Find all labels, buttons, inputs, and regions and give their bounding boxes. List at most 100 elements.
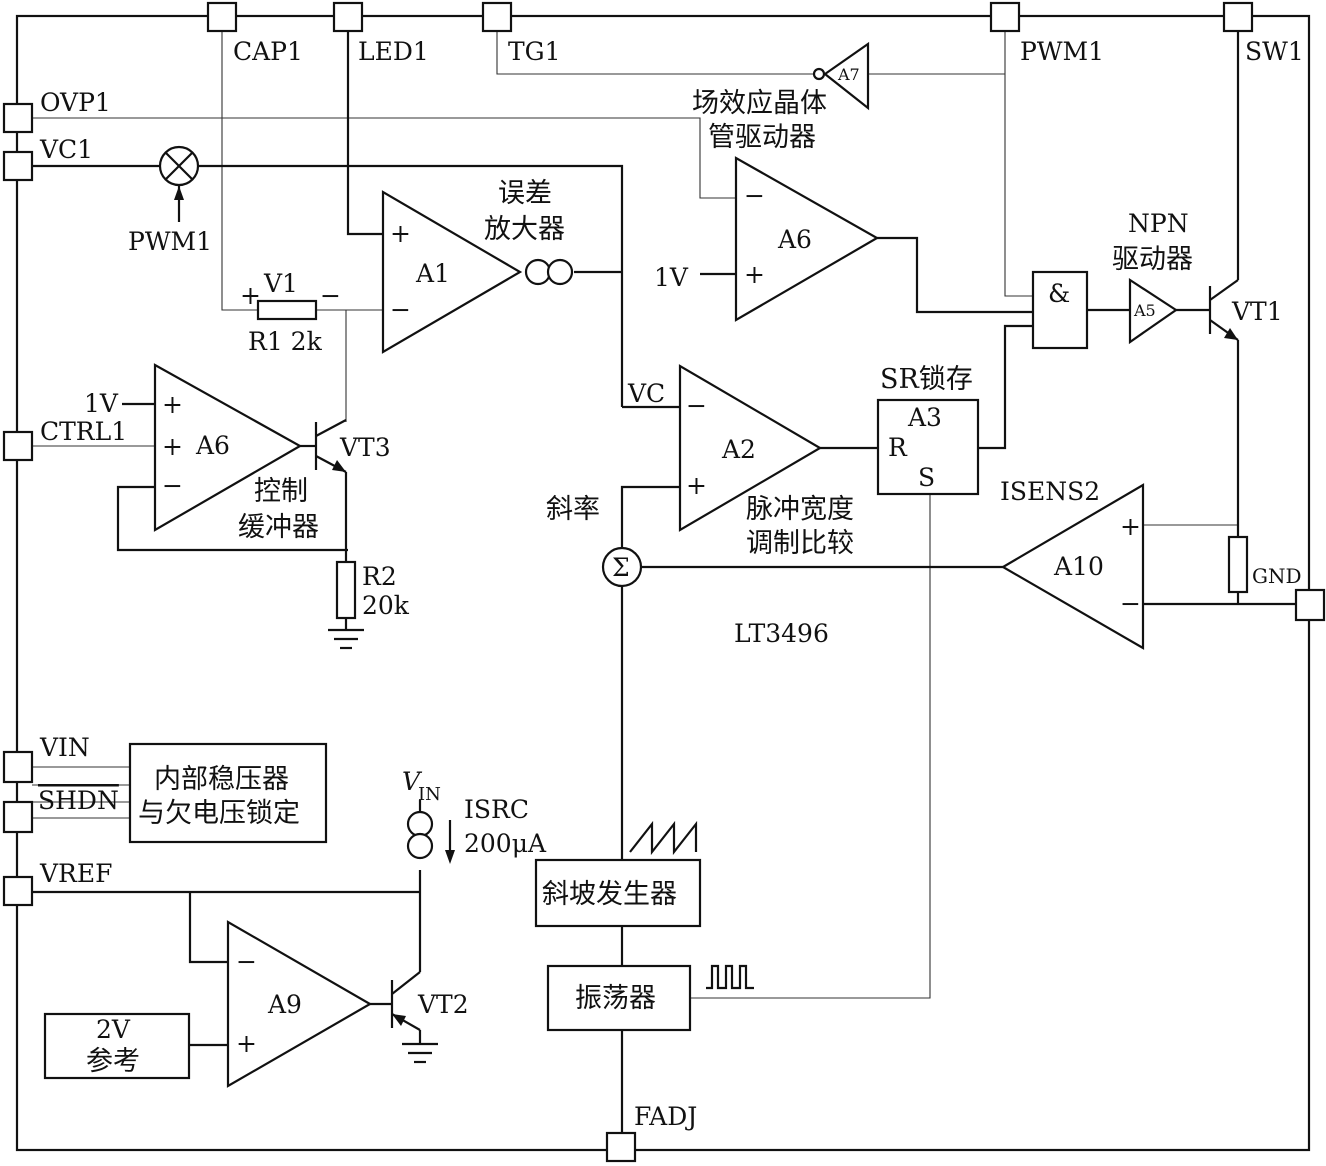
pin-shdn <box>2 800 34 834</box>
a7-label: A7 <box>837 65 860 84</box>
block-oscillator <box>546 964 692 1032</box>
pin-vc1 <box>2 150 34 182</box>
a1-label: A1 <box>415 259 450 288</box>
amp-a1 <box>381 190 523 354</box>
label-r2-val: 20k <box>362 591 410 620</box>
label-vref: VREF <box>39 859 112 888</box>
label-sr-latch: SR锁存 <box>880 364 973 395</box>
amp-a10 <box>1000 483 1145 650</box>
a6-fet-minus: − <box>744 181 765 210</box>
regulator-line-1: 内部稳压器 <box>154 764 289 795</box>
block-regulator <box>128 742 328 844</box>
chip-name: LT3496 <box>734 619 829 648</box>
label-sw1: SW1 <box>1245 37 1304 66</box>
ref-line-2: 参考 <box>86 1046 140 1077</box>
current-source-isrc <box>406 810 455 864</box>
a6-ctrl-plus-2: + <box>162 432 183 461</box>
sum-label: Σ <box>612 553 630 582</box>
resistor-r1 <box>256 299 318 321</box>
block-2v-reference <box>43 1012 191 1080</box>
pin-ctrl1 <box>2 430 34 462</box>
label-npn-driver-1: NPN <box>1128 209 1189 238</box>
label-r1: R1 2k <box>248 327 323 356</box>
transistor-vt2 <box>390 971 421 1031</box>
a6-ctrl-plus-1: + <box>162 390 183 419</box>
amp-a9 <box>226 920 373 1088</box>
pin-ovp1 <box>2 102 34 134</box>
thin-wires <box>32 30 1238 999</box>
sr-r-label: R <box>888 433 908 462</box>
a9-label: A9 <box>267 990 302 1019</box>
vin-sub: IN <box>418 784 441 805</box>
amp-a7 <box>823 41 870 111</box>
transistor-vt3 <box>314 419 347 473</box>
a6-fet-plus: + <box>744 260 765 289</box>
label-pwm-cmp-1: 脉冲宽度 <box>746 494 854 525</box>
sawtooth-icon <box>629 820 698 856</box>
amp-a5 <box>1128 277 1178 345</box>
pin-tg1 <box>481 1 513 33</box>
a10-label: A10 <box>1053 552 1104 581</box>
a3-label: A3 <box>907 403 942 432</box>
oscillator-label: 振荡器 <box>575 983 656 1014</box>
and-gate-label: & <box>1048 279 1070 308</box>
a6-ctrl-minus: − <box>162 471 183 500</box>
vt2-label: VT2 <box>417 990 469 1019</box>
label-fet-driver-2: 管驱动器 <box>708 122 816 153</box>
label-error-amp-2: 放大器 <box>484 214 565 245</box>
pin-gnd <box>1294 588 1326 622</box>
block-ramp <box>534 858 702 928</box>
label-ctrl-buf-2: 缓冲器 <box>238 512 319 543</box>
arrow-icon <box>445 850 455 864</box>
sr-s-label: S <box>918 463 935 492</box>
label-r2: R2 <box>362 562 397 591</box>
a5-label: A5 <box>1133 301 1156 320</box>
label-pwm-cmp-2: 调制比较 <box>746 528 854 559</box>
a9-plus: + <box>236 1029 257 1058</box>
a6-fet-label: A6 <box>777 225 812 254</box>
label-gnd: GND <box>1252 564 1302 588</box>
transistor-vt1 <box>1208 279 1239 341</box>
label-tg1: TG1 <box>508 37 561 66</box>
ground-icon <box>402 1042 438 1064</box>
vt3-label: VT3 <box>339 433 391 462</box>
a10-plus: + <box>1120 512 1141 541</box>
pin-vref <box>2 875 34 907</box>
amp-a6-ctrl <box>153 363 303 532</box>
r1-plus: + <box>240 281 261 310</box>
pin-cap1 <box>206 1 238 33</box>
pin-led1 <box>332 1 364 33</box>
summing-node <box>601 546 643 588</box>
a2-label: A2 <box>721 435 756 464</box>
pulse-train-icon <box>706 964 754 990</box>
label-cap1: CAP1 <box>233 37 303 66</box>
label-isens2: ISENS2 <box>1000 477 1100 506</box>
label-isrc: ISRC <box>464 795 529 824</box>
amp-a6-fet <box>734 156 880 322</box>
label-pwm1: PWM1 <box>1020 37 1104 66</box>
r1-minus: − <box>320 281 341 310</box>
label-fet-driver-1: 场效应晶体 <box>692 88 827 119</box>
gm-circle-2 <box>546 258 574 286</box>
thick-wires <box>32 30 1296 1134</box>
a2-plus: + <box>686 471 707 500</box>
label-ctrl-buf-1: 控制 <box>254 476 308 507</box>
gm-circle-1 <box>524 258 552 286</box>
pin-fadj <box>605 1131 637 1163</box>
resistor-r2 <box>335 560 357 620</box>
label-1v-ctrl: 1V <box>84 389 119 418</box>
a9-minus: − <box>236 947 257 976</box>
label-slope: 斜率 <box>546 494 600 525</box>
a1-plus: + <box>390 219 411 248</box>
label-fadj: FADJ <box>634 1102 697 1131</box>
pwm1-modulator <box>158 145 200 222</box>
label-isrc-val: 200μA <box>464 829 547 858</box>
vin-main: V <box>402 767 423 796</box>
pin-vin <box>2 750 34 784</box>
and-gate <box>1031 270 1089 350</box>
label-vc: VC <box>627 379 665 408</box>
ref-line-1: 2V <box>96 1015 131 1044</box>
chip-outline <box>15 14 1311 1152</box>
label-ovp1: OVP1 <box>40 88 111 117</box>
label-led1: LED1 <box>358 37 429 66</box>
